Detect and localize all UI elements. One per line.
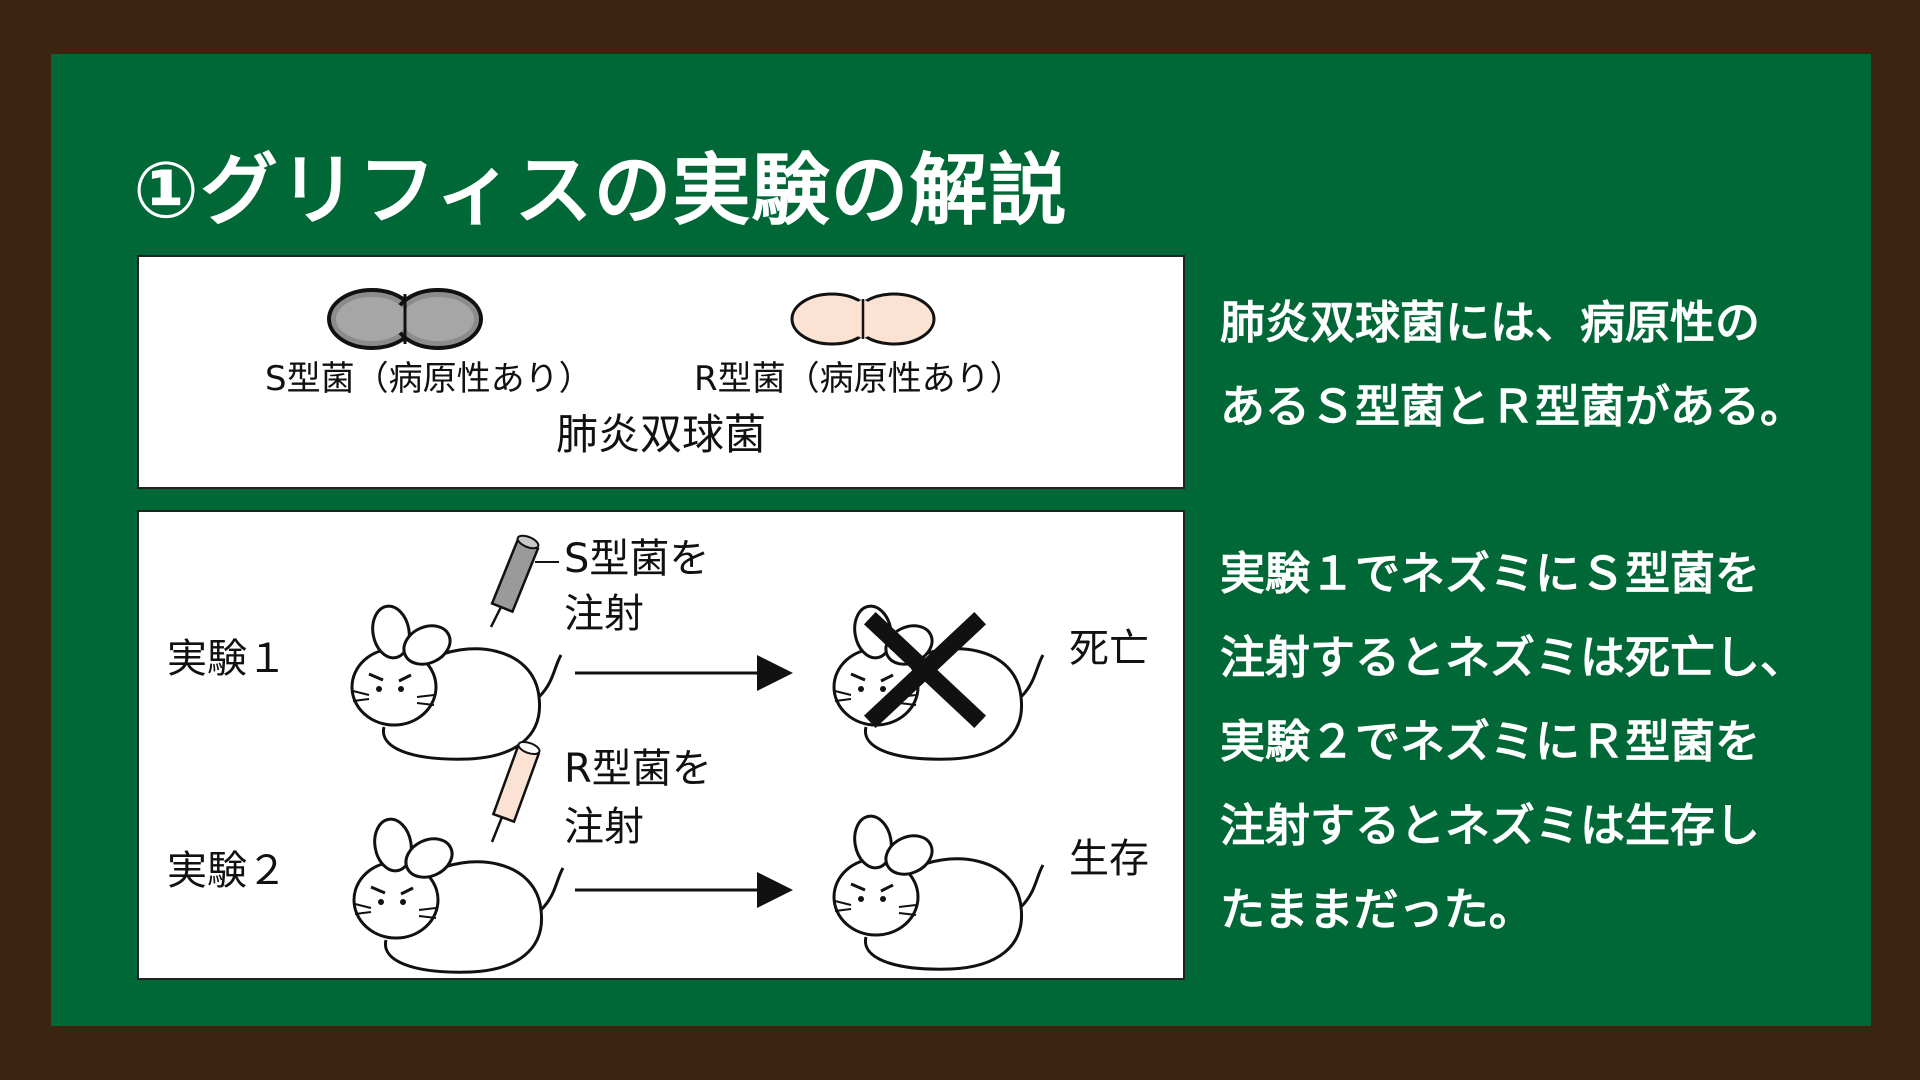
- mouse-before-2-icon: [352, 814, 565, 974]
- r-type-label: R型菌（病原性あり）: [694, 359, 1024, 399]
- explanation-line: 注射するとネズミは生存し: [1220, 799, 1761, 852]
- explanation-line: 肺炎双球菌には、病原性の: [1220, 296, 1761, 349]
- experiment2-injection-line2: 注射: [564, 804, 644, 850]
- experiment1-injection-line2: 注射: [564, 591, 644, 637]
- bacteria-types-panel: S型菌（病原性あり） R型菌（病原性あり） 肺炎双球菌: [137, 255, 1185, 489]
- bacteria-caption: 肺炎双球菌: [556, 410, 766, 459]
- cross-mark-icon: [863, 611, 987, 729]
- explanation-line: たままだった。: [1220, 883, 1534, 936]
- explanation-line: 実験１でネズミにＳ型菌を: [1220, 547, 1761, 600]
- page-title: ①グリフィスの実験の解説: [133, 146, 1068, 236]
- r-bacterium-icon: [790, 292, 936, 346]
- experiment1-label: 実験１: [167, 636, 287, 682]
- experiments-panel: 実験１ S型菌を 注射 死亡 実験２ R型菌を 注射 生存: [137, 510, 1185, 980]
- s-type-label: S型菌（病原性あり）: [265, 359, 593, 399]
- explanation-paragraph-2: 実験１でネズミにＳ型菌を 注射するとネズミは死亡し、 実験２でネズミにＲ型菌を …: [1220, 532, 1805, 952]
- experiments-diagram: 実験１ S型菌を 注射 死亡 実験２ R型菌を 注射 生存: [167, 534, 1149, 974]
- explanation-line: あるＳ型菌とＲ型菌がある。: [1220, 380, 1806, 433]
- syringe-s-icon: [489, 534, 540, 628]
- experiment1-injection-line1: S型菌を: [564, 536, 709, 582]
- explanation-line: 注射するとネズミは死亡し、: [1220, 631, 1806, 684]
- mouse-before-1-icon: [350, 601, 563, 761]
- mouse-alive-icon: [832, 811, 1045, 971]
- experiment2-injection-line1: R型菌を: [564, 746, 712, 792]
- syringe-r-icon: [490, 740, 541, 843]
- explanation-line: 実験２でネズミにＲ型菌を: [1220, 715, 1761, 768]
- experiment1-result: 死亡: [1069, 626, 1149, 672]
- bacteria-types-diagram: S型菌（病原性あり） R型菌（病原性あり） 肺炎双球菌: [265, 288, 1024, 459]
- experiment2-label: 実験２: [167, 848, 287, 894]
- s-bacterium-icon: [327, 288, 483, 350]
- experiment2-result: 生存: [1069, 836, 1149, 882]
- explanation-paragraph-1: 肺炎双球菌には、病原性の あるＳ型菌とＲ型菌がある。: [1220, 281, 1805, 449]
